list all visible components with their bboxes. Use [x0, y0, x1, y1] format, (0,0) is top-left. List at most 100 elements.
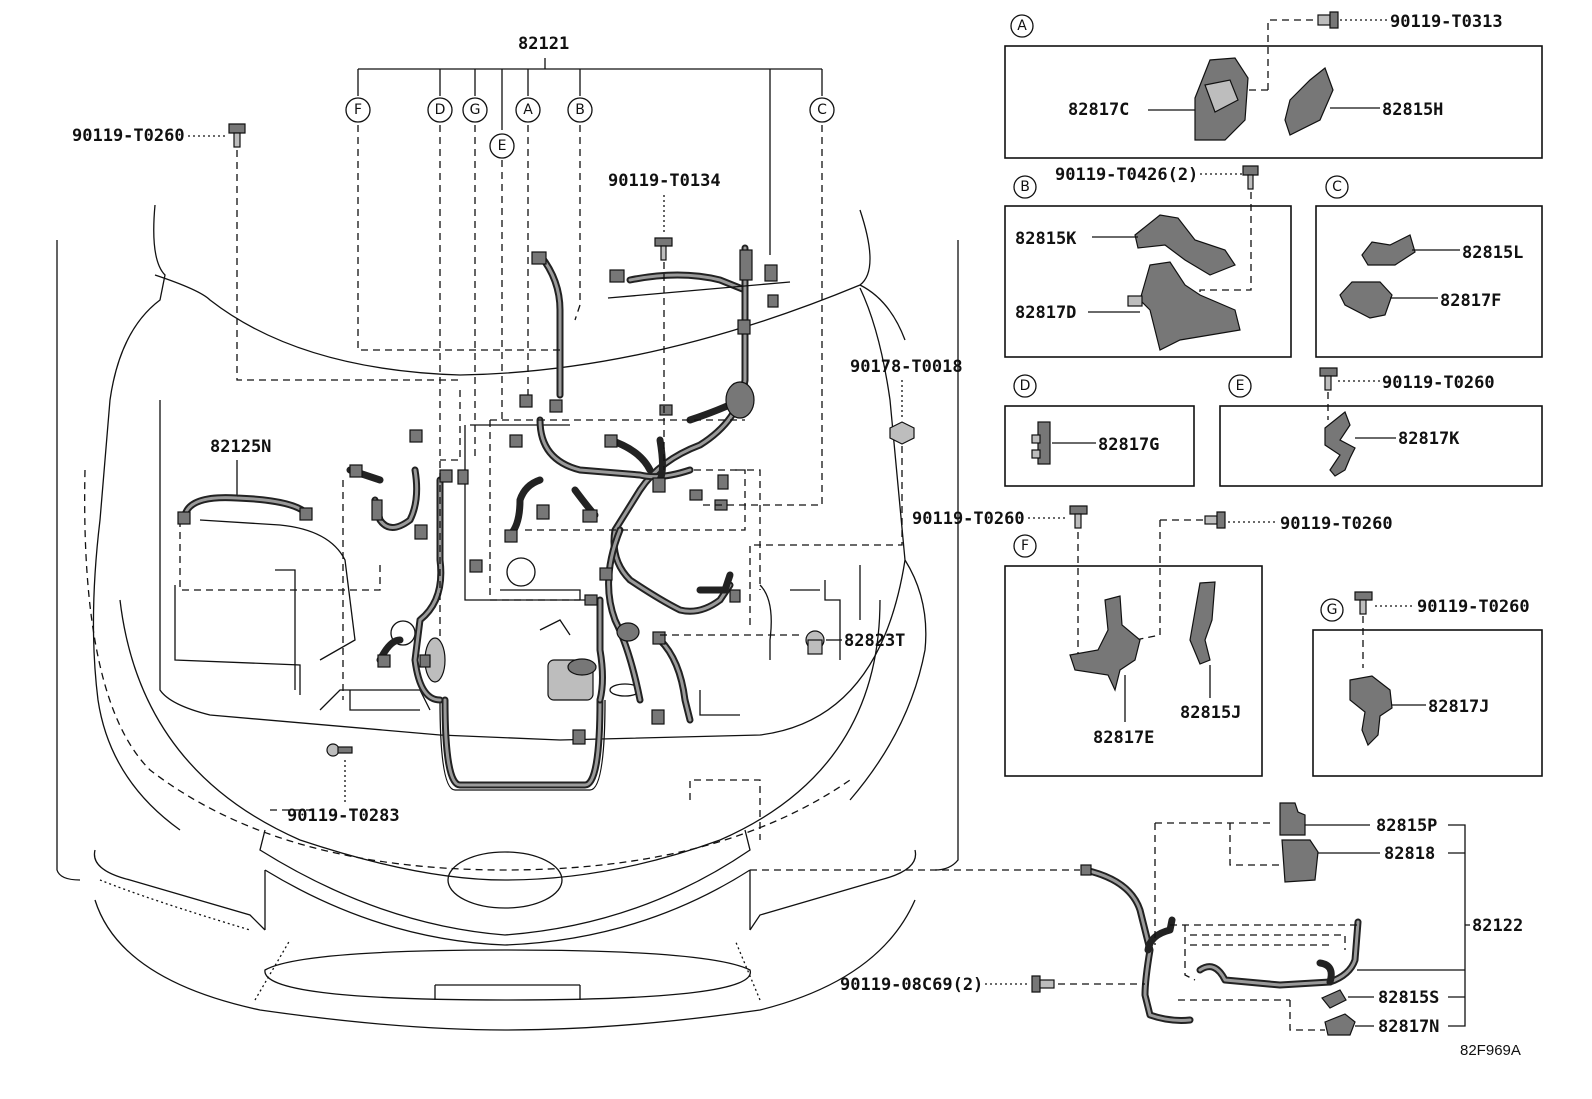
part-82817J-label: 82817J: [1428, 697, 1489, 717]
bracket-82817F-shape: [1339, 281, 1393, 319]
part-82815J-label: 82815J: [1180, 703, 1241, 723]
part-82815S-label: 82815S: [1378, 988, 1439, 1008]
bolt-icon: [654, 237, 673, 261]
svg-text:F: F: [354, 102, 362, 118]
badge-82121-F: F: [345, 97, 371, 123]
bolt-icon: [1242, 165, 1259, 190]
part-90119-T0426-label: 90119-T0426(2): [1055, 165, 1198, 185]
bolt-icon: [1354, 591, 1373, 615]
bracket-82817D-shape: [1127, 261, 1241, 351]
part-82817G-label: 82817G: [1098, 435, 1159, 455]
detail-box-D: D 82817G: [1004, 374, 1195, 487]
part-82817N-label: 82817N: [1378, 1017, 1439, 1037]
badge-82121-G: G: [462, 97, 488, 123]
part-82815H-label: 82815H: [1382, 100, 1443, 120]
callout-90119-T0260-upper-left: 90119-T0260: [72, 123, 460, 381]
part-82122-label: 82122: [1472, 916, 1523, 936]
part-90119-T0260-label: 90119-T0260: [72, 126, 185, 146]
svg-text:A: A: [1017, 18, 1027, 34]
svg-text:B: B: [1020, 179, 1030, 195]
part-82125N-label: 82125N: [210, 437, 271, 457]
bracket-82815S-shape: [1321, 989, 1347, 1009]
badge-82121-C: C: [809, 97, 835, 123]
badge-E: E: [1228, 374, 1252, 398]
part-82818-label: 82818: [1384, 844, 1435, 864]
badge-82121-B: B: [567, 97, 593, 123]
part-90119-08C69-label: 90119-08C69(2): [840, 975, 983, 995]
part-90119-T0283-label: 90119-T0283: [287, 806, 400, 826]
svg-text:E: E: [1236, 378, 1245, 394]
bracket-82815L-shape: [1361, 234, 1416, 266]
svg-text:E: E: [498, 138, 507, 154]
part-82817C-label: 82817C: [1068, 100, 1129, 120]
badge-F: F: [1013, 534, 1037, 558]
vehicle-body-outline: [56, 204, 1080, 1031]
svg-text:A: A: [523, 102, 533, 118]
badge-82121-E: E: [489, 133, 515, 159]
bolt-icon: [1319, 367, 1338, 391]
bracket-82817C-shape: [1194, 57, 1249, 141]
part-82815K-label: 82815K: [1015, 229, 1077, 249]
bracket-82817K-shape: [1324, 411, 1356, 477]
front-harness-82122: 82815P 82818 82815S 82817N 82122 90119-0…: [840, 802, 1523, 1037]
part-82817D-label: 82817D: [1015, 303, 1076, 323]
callout-82823T: 82823T: [660, 630, 905, 655]
svg-text:B: B: [575, 102, 585, 118]
callout-90119-T0134: 90119-T0134: [608, 171, 721, 470]
bracket-82815H-shape: [1284, 67, 1334, 136]
detail-box-F: 90119-T0260 90119-T0260 F 82817E 82815J: [912, 505, 1393, 777]
part-90119-T0134-label: 90119-T0134: [608, 171, 721, 191]
box-82818-shape: [1281, 839, 1319, 883]
clip-82817G-shape: [1031, 421, 1051, 465]
part-90119-T0260-G-label: 90119-T0260: [1417, 597, 1530, 617]
bracket-82817J-shape: [1349, 675, 1393, 747]
svg-text:G: G: [1327, 602, 1338, 618]
svg-text:C: C: [1332, 179, 1342, 195]
part-90119-T0260-E-label: 90119-T0260: [1382, 373, 1495, 393]
detail-box-G: G 90119-T0260 82817J: [1312, 591, 1543, 777]
nut-icon: [889, 421, 915, 445]
bracket-82815K-shape: [1134, 214, 1236, 276]
part-82823T-label: 82823T: [844, 631, 905, 651]
part-90178-T0018-label: 90178-T0018: [850, 357, 963, 377]
figure-code: 82F969A: [1460, 1042, 1521, 1059]
bolt-icon: [1204, 511, 1226, 529]
part-82121-label: 82121: [518, 34, 569, 54]
bolt-icon: [228, 123, 246, 148]
badge-D: D: [1013, 374, 1037, 398]
part-90119-T0260-F2-label: 90119-T0260: [1280, 514, 1393, 534]
detail-box-C: C 82815L 82817F: [1315, 175, 1543, 358]
bracket-82817E-shape: [1069, 595, 1141, 692]
callout-82125N: 82125N: [177, 437, 313, 525]
part-82815P-label: 82815P: [1376, 816, 1437, 836]
bracket-82815P-shape: [1279, 802, 1306, 836]
bolt-icon: [1317, 11, 1339, 29]
detail-box-B: B 90119-T0426(2) 82815K 82817D: [1004, 165, 1292, 358]
part-82815L-label: 82815L: [1462, 243, 1523, 263]
bolt-icon: [1031, 975, 1055, 993]
bracket-82815J-shape: [1189, 581, 1216, 665]
badge-G: G: [1320, 598, 1344, 622]
part-90119-T0260-F1-label: 90119-T0260: [912, 509, 1025, 529]
harness-82121-callout: 82121 F D G A B C: [345, 34, 835, 640]
svg-text:F: F: [1021, 538, 1029, 554]
svg-text:C: C: [817, 102, 827, 118]
badge-C: C: [1325, 175, 1349, 199]
sensor-icon: [805, 630, 825, 655]
detail-box-A: A 90119-T0313 82817C 82815H: [1004, 11, 1543, 159]
part-82817K-label: 82817K: [1398, 429, 1460, 449]
badge-82121-A: A: [515, 97, 541, 123]
bolt-icon: [326, 743, 353, 757]
main-harness-82121: [179, 244, 791, 745]
callout-90119-T0283: 90119-T0283: [287, 743, 400, 826]
bracket-82817N-shape: [1324, 1013, 1356, 1036]
badge-A: A: [1010, 14, 1034, 38]
engine-bay-detail: [174, 424, 861, 791]
part-82817E-label: 82817E: [1093, 728, 1154, 748]
bolt-icon: [1069, 505, 1088, 529]
callout-90178-T0018: 90178-T0018: [749, 357, 963, 630]
part-90119-T0313-label: 90119-T0313: [1390, 12, 1503, 32]
detail-box-E: E 90119-T0260 82817K: [1219, 367, 1543, 487]
svg-text:D: D: [435, 102, 446, 118]
